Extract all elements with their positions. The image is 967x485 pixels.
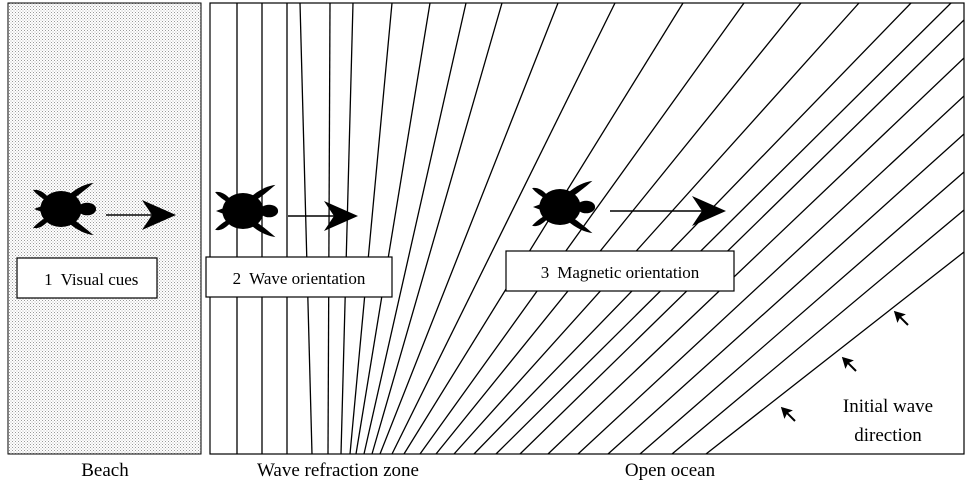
stage-3-number: 3 [541, 263, 550, 282]
wave-crest-line [577, 95, 964, 454]
arrow-up-left-icon [841, 356, 857, 372]
stage-1-box [16, 257, 158, 299]
wave-crest-line [391, 3, 616, 454]
wave-crest-line [705, 251, 964, 454]
wave-crest-line [519, 19, 964, 454]
arrow-up-left-icon [893, 310, 909, 326]
stage-1-number: 1 [44, 270, 53, 289]
arrow-right-icon [610, 196, 726, 226]
stage-2-box [205, 256, 393, 298]
wave-crest-line [403, 3, 684, 454]
wave-crest-line [473, 3, 912, 454]
arrow-up-left-icon [780, 406, 796, 422]
wave-crest-line [495, 3, 952, 454]
wave-crest-line [671, 209, 964, 454]
wave-crest-line [299, 3, 313, 454]
wave-crest-line [547, 57, 964, 454]
arrow-right-icon [288, 201, 358, 231]
wave-crest-line [379, 3, 559, 454]
wave-crest-line [355, 3, 431, 454]
stage-3-label: Magnetic orientation [557, 263, 700, 282]
turtle-icon [532, 180, 596, 234]
wave-crest-line [340, 3, 354, 454]
arrow-right-icon [106, 200, 176, 230]
wave-lines [236, 3, 964, 454]
wave-crest-line [607, 133, 964, 454]
wave-direction-line-1: Initial wave [843, 396, 933, 417]
turtle-icon [215, 184, 279, 238]
wave-crest-line [639, 171, 964, 454]
stage-1-label: Visual cues [61, 270, 139, 289]
stage-3-box [505, 250, 735, 292]
stage-2-label: Wave orientation [249, 269, 366, 288]
zone-label-refraction: Wave refraction zone [257, 460, 419, 481]
wave-crest-line [349, 3, 393, 454]
zone-label-ocean: Open ocean [625, 460, 716, 481]
wave-direction-line-2: direction [854, 425, 922, 446]
wave-crest-line [453, 3, 860, 454]
wave-crest-line [363, 3, 467, 454]
stage-2-number: 2 [233, 269, 242, 288]
zone-label-beach: Beach [81, 460, 129, 481]
beach-panel [7, 2, 202, 455]
wave-crest-line [435, 3, 802, 454]
wave-crest-line [371, 3, 503, 454]
